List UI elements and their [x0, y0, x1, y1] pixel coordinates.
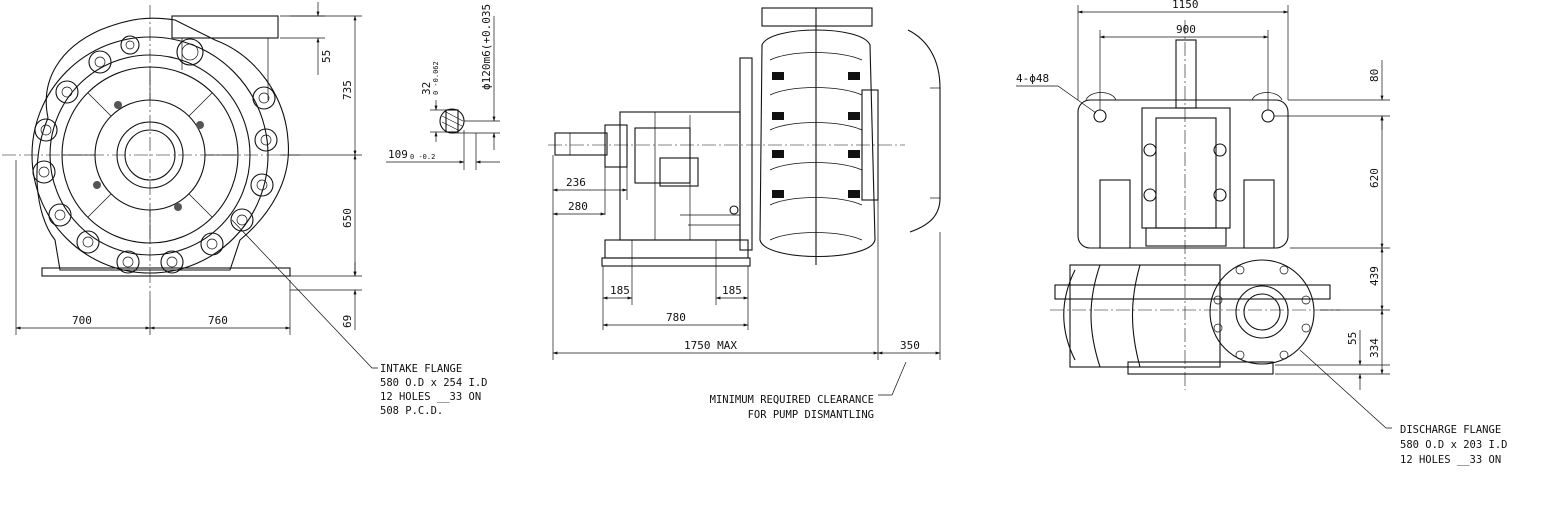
dim-650: 650 [341, 208, 354, 228]
intake-line-4: 508 P.C.D. [380, 405, 443, 417]
dim-439: 439 [1368, 266, 1381, 286]
dim-185-right: 185 [722, 284, 742, 297]
clearance-note: MINIMUM REQUIRED CLEARANCE FOR PUMP DISM… [710, 394, 874, 421]
side-view: 236 280 185 185 780 1750 MAX 350 MINIMUM… [548, 7, 941, 421]
dim-80: 80 [1368, 69, 1381, 82]
front-dims: 55 735 650 69 700 760 [15, 2, 378, 369]
front-view: 55 735 650 69 700 760 INTAKE FLANGE 58 [2, 2, 487, 417]
dim-55-front: 55 [320, 50, 333, 63]
discharge-flange-note: DISCHARGE FLANGE 580 O.D x 203 I.D 12 HO… [1400, 424, 1507, 466]
intake-flange-note: INTAKE FLANGE 580 O.D x 254 I.D 12 HOLES… [380, 363, 487, 417]
dim-69: 69 [341, 315, 354, 328]
key-depth: 109 [388, 148, 408, 161]
key-width-tol: 0 -0.062 [432, 61, 440, 95]
top-dims: 1150 900 4-ϕ48 80 620 439 55 334 [1016, 0, 1392, 429]
dim-760: 760 [208, 314, 228, 327]
dim-334: 334 [1368, 338, 1381, 358]
dim-735: 735 [341, 80, 354, 100]
shaft-diameter: ϕ120m6(+0.035 +0.013) [480, 0, 493, 90]
dim-350: 350 [900, 339, 920, 352]
dim-1150: 1150 [1172, 0, 1199, 11]
dim-620: 620 [1368, 168, 1381, 188]
holes-4-d48: 4-ϕ48 [1016, 72, 1049, 85]
intake-line-1: INTAKE FLANGE [380, 363, 462, 375]
dim-780: 780 [666, 311, 686, 324]
discharge-line-3: 12 HOLES __33 ON [1400, 454, 1501, 466]
key-depth-tol: 0 -0.2 [410, 153, 435, 161]
flange-bolts [32, 35, 278, 274]
top-view: 1150 900 4-ϕ48 80 620 439 55 334 [1016, 0, 1507, 466]
discharge-line-2: 580 O.D x 203 I.D [1400, 439, 1507, 451]
clearance-line-1: MINIMUM REQUIRED CLEARANCE [710, 394, 874, 406]
intake-line-2: 580 O.D x 254 I.D [380, 377, 487, 389]
shaft-key-detail: 32 0 -0.062 ϕ120m6(+0.035 +0.013) 109 0 … [386, 0, 500, 170]
dim-900: 900 [1176, 23, 1196, 36]
dim-280: 280 [568, 200, 588, 213]
discharge-line-1: DISCHARGE FLANGE [1400, 424, 1501, 436]
dim-700: 700 [72, 314, 92, 327]
key-width: 32 [420, 82, 433, 95]
side-dims: 236 280 185 185 780 1750 MAX 350 [552, 155, 941, 396]
dim-1750-max: 1750 MAX [684, 339, 737, 352]
dim-236: 236 [566, 176, 586, 189]
dim-185-left: 185 [610, 284, 630, 297]
clearance-line-2: FOR PUMP DISMANTLING [748, 409, 874, 421]
dim-55-top: 55 [1346, 332, 1359, 345]
intake-line-3: 12 HOLES __33 ON [380, 391, 481, 403]
